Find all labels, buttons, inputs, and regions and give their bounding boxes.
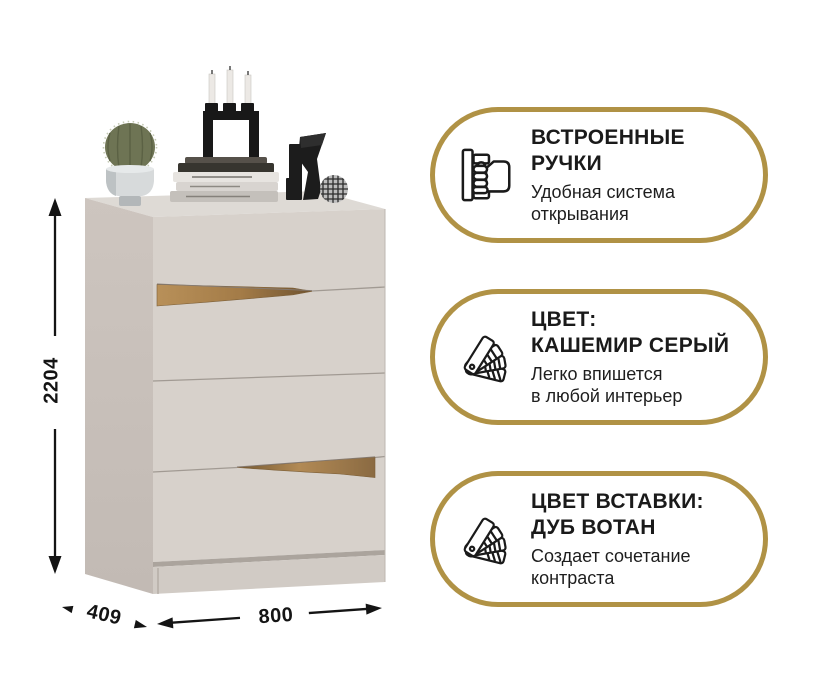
built-in-handle-icon (461, 148, 511, 202)
wire-sphere-icon (320, 175, 348, 203)
dresser-front-face (153, 209, 385, 562)
candelabra-with-candles-icon (203, 66, 259, 173)
badge-title: ЦВЕТ ВСТАВКИ: ДУБ ВОТАН (531, 489, 704, 541)
badge-subtitle-line-2: открывания (531, 204, 629, 224)
badge-title-line-2: ДУБ ВОТАН (531, 515, 656, 539)
badge-title-line-2: РУЧКИ (531, 151, 602, 175)
dresser (85, 191, 386, 594)
color-swatch-fan-icon (463, 517, 507, 565)
feature-badge-body-color: ЦВЕТ: КАШЕМИР СЕРЫЙ Легко впишется в люб… (430, 289, 768, 425)
width-dimension-arrow (157, 603, 382, 629)
feature-badge-built-in-handles: ВСТРОЕННЫЕ РУЧКИ Удобная система открыва… (430, 107, 768, 243)
drawer-gap-lines (152, 286, 386, 473)
plinth-recess (153, 550, 385, 567)
badge-subtitle-line-2: в любой интерьер (531, 386, 683, 406)
badge-title-line-1: ЦВЕТ: (531, 307, 597, 331)
badge-title-line-2: КАШЕМИР СЕРЫЙ (531, 333, 730, 357)
badge-subtitle-line-1: Удобная система (531, 181, 676, 202)
badge-title: ЦВЕТ: КАШЕМИР СЕРЫЙ (531, 307, 729, 359)
badge-subtitle: Создает сочетание контраста (531, 545, 704, 590)
book-stack-icon (170, 157, 279, 202)
black-vases-icon (286, 133, 326, 200)
badge-subtitle-line-2: контраста (531, 568, 615, 588)
cactus-plant-icon (102, 120, 158, 206)
badge-subtitle-line-1: Создает сочетание (531, 545, 691, 566)
badge-subtitle: Удобная система открывания (531, 181, 685, 226)
wood-insert-top (156, 284, 313, 307)
badge-subtitle: Легко впишется в любой интерьер (531, 363, 729, 408)
height-dimension-arrow (48, 198, 62, 574)
height-dimension-label: 2204 (40, 342, 64, 419)
dresser-scene (48, 66, 386, 629)
wood-insert-bottom (236, 456, 376, 478)
plinth (153, 555, 385, 594)
badge-title-line-1: ЦВЕТ ВСТАВКИ: (531, 489, 704, 513)
color-swatch-fan-icon (463, 335, 507, 383)
width-dimension-label: 800 (242, 602, 310, 631)
badge-title-line-1: ВСТРОЕННЫЕ (531, 125, 685, 149)
feature-badge-insert-color: ЦВЕТ ВСТАВКИ: ДУБ ВОТАН Создает сочетани… (430, 471, 768, 607)
top-decor (102, 66, 348, 206)
badge-title: ВСТРОЕННЫЕ РУЧКИ (531, 125, 685, 177)
dresser-side-face (85, 198, 153, 594)
badge-subtitle-line-1: Легко впишется (531, 363, 663, 384)
